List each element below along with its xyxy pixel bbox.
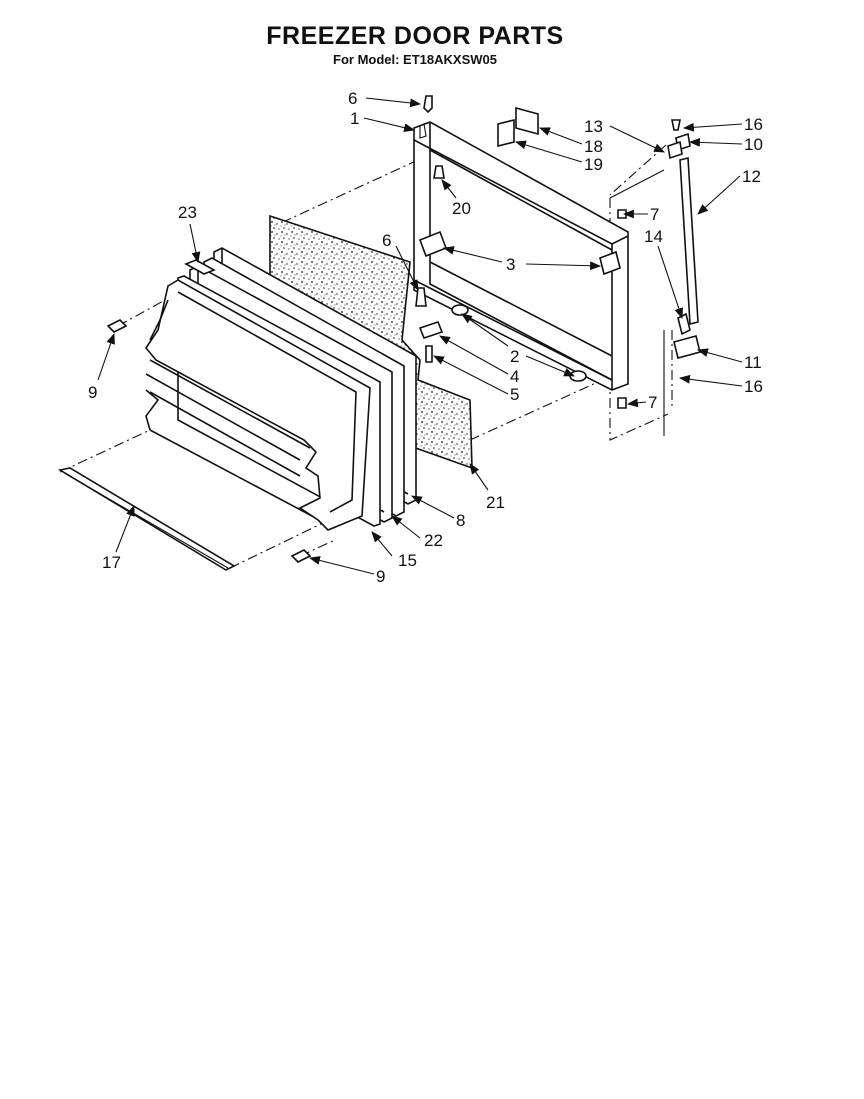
callout-14: 14 [644,227,663,246]
callout-6a: 6 [348,89,357,108]
page-title: FREEZER DOOR PARTS [266,22,564,50]
callout-18: 18 [584,137,603,156]
callout-12: 12 [742,167,761,186]
callout-16a: 16 [744,115,763,134]
callout-22: 22 [424,531,443,550]
callout-4: 4 [510,367,519,386]
callout-2: 2 [510,347,519,366]
callout-5: 5 [510,385,519,404]
hinge-strap-assembly [609,119,701,436]
bottom-trim-strip [57,467,236,571]
callout-13: 13 [584,117,603,136]
callout-16b: 16 [744,377,763,396]
callout-19: 19 [584,155,603,174]
callout-20: 20 [452,199,471,218]
model-subtitle: For Model: ET18AKXSW05 [333,52,497,67]
leader-lines [97,97,743,575]
callout-23: 23 [178,203,197,222]
callout-21: 21 [486,493,505,512]
callout-15: 15 [398,551,417,570]
callout-9b: 9 [376,567,385,586]
callout-17: 17 [102,553,121,572]
inner-door-liner [145,279,371,531]
callout-7b: 7 [648,393,657,412]
small-hardware [415,95,627,409]
callout-11: 11 [744,353,762,372]
callout-8: 8 [456,511,465,530]
callout-10: 10 [744,135,763,154]
door-screws [106,319,312,563]
callout-7a: 7 [650,205,659,224]
callout-3: 3 [506,255,515,274]
hinge-brackets [418,230,621,276]
callout-9a: 9 [88,383,97,402]
callout-6b: 6 [382,231,391,250]
callout-1: 1 [350,109,359,128]
callout-numbers: 6 1 13 16 18 10 19 12 20 7 23 14 6 3 2 1… [88,89,763,586]
